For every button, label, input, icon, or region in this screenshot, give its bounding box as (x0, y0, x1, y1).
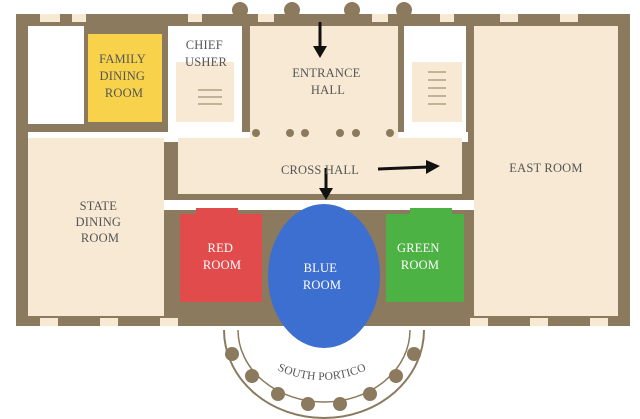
red-room-label: RED ROOM (203, 241, 241, 272)
entrance-hall-label: ENTRANCE HALL (292, 66, 364, 97)
green-room (386, 208, 464, 302)
blue-room-label: BLUE ROOM (303, 261, 341, 292)
south-portico-label: SOUTH PORTICO (276, 362, 368, 383)
arrow-down-entrance (313, 22, 327, 58)
bottom-windows (40, 318, 608, 326)
south-portico (223, 329, 425, 419)
stair-lines (198, 71, 446, 105)
entrance-hall-floor (250, 26, 398, 142)
state-dining-label: STATE DINING ROOM (76, 199, 125, 245)
cross-hall-label: CROSS HALL (281, 163, 359, 177)
cross-hall-floor (178, 138, 462, 194)
stair-right (412, 62, 462, 122)
east-room-label: EAST ROOM (509, 161, 582, 175)
route-arrows (313, 22, 440, 200)
entrance-columns (252, 129, 394, 137)
arrow-down-blue (319, 168, 333, 200)
chief-usher-label: CHIEF USHER (185, 38, 227, 69)
arrow-right-east (377, 160, 440, 174)
family-dining-room (88, 34, 162, 122)
east-room-floor (474, 26, 618, 316)
red-room (180, 208, 262, 302)
floor-areas (28, 26, 618, 316)
state-dining-floor (28, 138, 164, 316)
green-room-label: GREEN ROOM (397, 241, 443, 272)
family-dining-label: FAMILY DINING ROOM (99, 52, 149, 100)
top-windows (40, 14, 578, 22)
blue-room (268, 204, 380, 348)
top-columns (232, 2, 412, 18)
